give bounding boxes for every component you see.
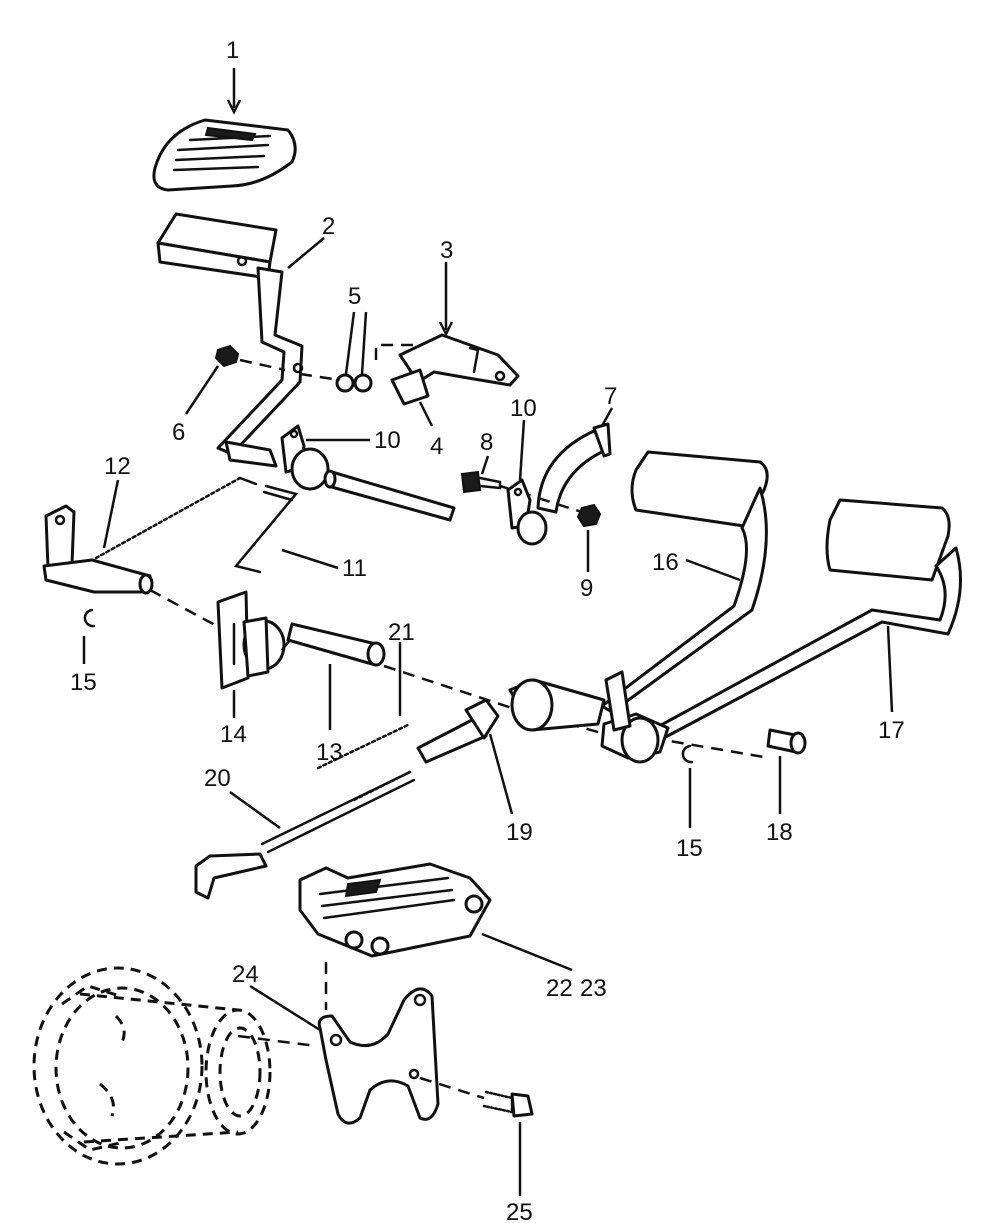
part-brake-pedal-arm [156, 212, 304, 468]
part-clip [390, 368, 430, 406]
callout-4: 4 [430, 433, 443, 460]
callout-22: 22 [546, 975, 573, 1002]
part-spring-bracket [536, 422, 612, 514]
callout-17: 17 [878, 717, 905, 744]
part-pedal-pad-cover [152, 118, 297, 192]
part-snap-ring-right [681, 744, 694, 764]
part-lock-nut [576, 503, 602, 528]
callout-11: 11 [342, 555, 367, 582]
callout-25: 25 [506, 1199, 533, 1223]
callout-10-right: 10 [510, 395, 537, 422]
callout-21: 21 [388, 619, 415, 646]
part-pivot-pin [286, 622, 386, 667]
leader-lines [82, 68, 894, 1196]
part-spring-12 [94, 476, 258, 560]
callout-8: 8 [480, 429, 493, 456]
part-rod [233, 484, 299, 574]
callout-14: 14 [220, 721, 247, 748]
part-pedal-17 [600, 498, 962, 764]
callout-labels: 1 2 3 4 5 6 7 8 9 10 10 11 12 13 14 15 1… [70, 37, 905, 1223]
callout-18: 18 [766, 819, 793, 846]
callout-5: 5 [348, 283, 361, 310]
callout-10-left: 10 [374, 427, 401, 454]
callout-1: 1 [226, 37, 239, 64]
callout-3: 3 [440, 237, 453, 264]
assembly-line-housing [237, 1034, 317, 1048]
part-brake-rod [194, 770, 416, 900]
callout-6: 6 [172, 419, 185, 446]
callout-15-right: 15 [676, 835, 703, 862]
callout-23: 23 [580, 975, 607, 1002]
callout-16: 16 [652, 549, 679, 576]
part-snap-ring-left [83, 608, 96, 628]
part-mounting-plate [317, 987, 440, 1125]
part-lever-right [506, 478, 548, 546]
part-clevis-pin [766, 728, 807, 755]
callout-24: 24 [232, 961, 259, 988]
callout-7: 7 [604, 383, 617, 410]
callout-9: 9 [580, 575, 593, 602]
part-lever-left [280, 424, 330, 491]
callout-20: 20 [204, 765, 231, 792]
callout-19: 19 [506, 819, 533, 846]
part-pedal-16 [508, 450, 769, 732]
callout-12: 12 [104, 453, 131, 480]
assembly-line-6 [239, 358, 286, 372]
part-cross-shaft-lever [42, 504, 154, 595]
assembly-line-8-9 [499, 484, 583, 514]
assembly-line-main-shaft [149, 588, 771, 760]
assembly-line-5 [299, 372, 341, 382]
part-shaft [323, 469, 456, 522]
part-axle-housing-outline [32, 966, 272, 1166]
assembly-line-bolt [419, 1076, 485, 1100]
part-bolt [460, 470, 502, 494]
part-washers [335, 373, 373, 393]
part-plate-bolt [482, 1090, 534, 1118]
part-mounting-bracket [216, 590, 286, 690]
part-brake-caliper [298, 862, 492, 958]
callout-15-left: 15 [70, 669, 97, 696]
assembly-line-3 [374, 343, 420, 360]
callout-2: 2 [322, 213, 335, 240]
callout-13: 13 [316, 739, 343, 766]
part-clevis [416, 698, 500, 764]
part-spring-21 [316, 722, 412, 770]
part-nut [214, 344, 240, 368]
